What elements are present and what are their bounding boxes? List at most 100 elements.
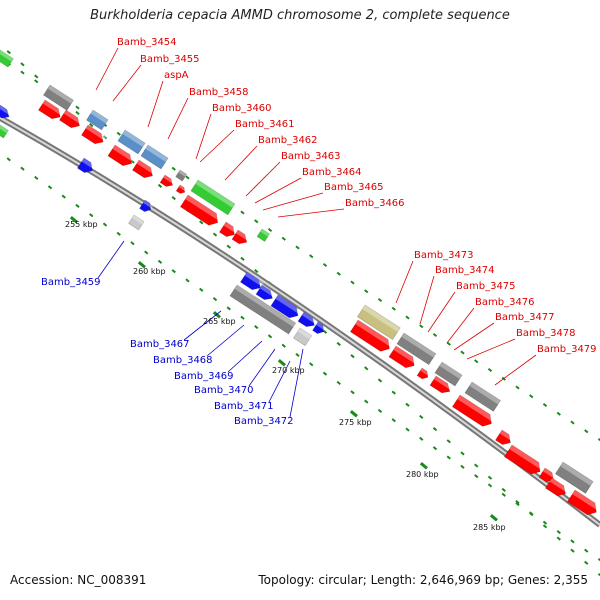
tick-dot	[350, 354, 355, 359]
tick-dot	[377, 297, 383, 303]
tick-dot	[364, 366, 369, 371]
forward-cds-gloss	[85, 125, 107, 141]
callout-line	[199, 129, 235, 163]
tick-dot	[487, 475, 493, 480]
callout-line	[268, 360, 291, 403]
tick-dot	[405, 402, 410, 407]
tick-dot	[34, 79, 39, 84]
forward-cds	[503, 444, 544, 475]
green-feature-shape	[190, 179, 236, 216]
tick-dot	[267, 334, 273, 339]
tick-dot	[336, 380, 341, 386]
gene-label-forward: Bamb_3465	[324, 182, 384, 193]
tick-dot	[116, 131, 121, 136]
light-gray-feature-gloss	[297, 328, 312, 340]
gray-feature-gloss	[178, 170, 187, 177]
label-callout-lines	[95, 47, 537, 418]
tick-dot	[515, 499, 520, 505]
callout-line	[466, 338, 516, 360]
kbp-tick	[137, 261, 146, 269]
callout-line	[183, 310, 222, 341]
forward-cds	[81, 124, 107, 145]
reverse-cds-gloss	[81, 158, 96, 170]
tick-dot	[199, 220, 204, 225]
callout-line	[427, 291, 456, 333]
tick-dot	[322, 371, 328, 376]
green-feature-gloss	[0, 125, 9, 134]
kbp-tick	[277, 359, 286, 367]
reverse-cds	[240, 271, 264, 291]
callout-line	[224, 145, 258, 181]
callout-line	[289, 348, 304, 418]
tick-dot	[556, 411, 561, 416]
reverse-cds	[270, 294, 302, 319]
reverse-cds-gloss	[0, 105, 12, 116]
gray-feature-gloss	[560, 462, 594, 486]
callout-line	[112, 64, 142, 102]
forward-cds-shape	[388, 345, 415, 369]
forward-cds-shape	[538, 467, 555, 483]
gene-label-forward: Bamb_3473	[414, 250, 474, 261]
tick-dot	[446, 455, 451, 460]
gray-feature-gloss	[439, 362, 463, 379]
forward-cds-shape	[231, 229, 248, 245]
kbp-tick	[69, 216, 78, 224]
forward-cds	[538, 467, 557, 483]
tick-dot	[432, 332, 438, 338]
tick-dot	[364, 289, 369, 294]
tick-dot	[34, 74, 39, 79]
genome-summary-text: Topology: circular; Length: 2,646,969 bp…	[258, 573, 588, 587]
tick-dot	[20, 166, 25, 171]
forward-cds-shape	[495, 429, 511, 445]
forward-cds-gloss	[185, 195, 222, 221]
forward-cds	[545, 477, 569, 497]
callout-line	[206, 324, 245, 357]
gray-feature-gloss	[47, 85, 74, 104]
tick-dot	[377, 408, 383, 413]
tick-dot	[364, 399, 369, 404]
forward-cds-gloss	[163, 175, 176, 185]
kbp-tick-label: 265 kbp	[203, 317, 236, 326]
reverse-cds	[139, 199, 154, 212]
callout-line	[97, 240, 125, 279]
gene-label-forward: Bamb_3464	[302, 167, 362, 178]
tick-dot	[267, 227, 273, 233]
gray-feature-shape	[229, 284, 297, 335]
tick-dot	[419, 436, 424, 441]
tick-dot	[240, 315, 245, 320]
gene-label-forward: aspA	[164, 70, 189, 81]
forward-cds	[349, 319, 394, 352]
feature-blocks	[0, 49, 600, 516]
gene-label-forward: Bamb_3478	[516, 328, 576, 339]
tick-dot	[597, 572, 600, 578]
reverse-cds-gloss	[259, 285, 276, 297]
kbp-tick-label: 285 kbp	[473, 523, 506, 532]
gene-label-forward: Bamb_3474	[435, 265, 495, 276]
forward-cds-gloss	[223, 222, 238, 234]
tick-dot	[130, 241, 135, 246]
kbp-tick	[489, 514, 498, 522]
tick-dot	[6, 157, 11, 162]
blue-feature	[86, 109, 109, 131]
tick-dot	[336, 271, 341, 276]
tick-dot	[570, 420, 575, 425]
forward-cds	[231, 229, 250, 245]
reverse-cds	[77, 157, 96, 173]
tick-dot	[20, 62, 25, 67]
forward-cds-shape	[416, 367, 429, 380]
forward-cds-shape	[429, 375, 451, 394]
forward-cds	[38, 99, 64, 120]
gray-feature-gloss	[234, 285, 296, 327]
accession-text: Accession: NC_008391	[10, 573, 147, 587]
kbp-tick-label: 280 kbp	[406, 470, 439, 479]
gray-feature	[434, 361, 463, 387]
gene-label-forward: Bamb_3455	[140, 54, 200, 65]
reverse-cds-gloss	[275, 295, 302, 315]
tick-dot	[199, 287, 204, 292]
tick-dot	[542, 524, 548, 529]
tick-dot	[350, 390, 355, 395]
callout-line	[277, 208, 345, 218]
forward-cds-shape	[179, 194, 219, 226]
